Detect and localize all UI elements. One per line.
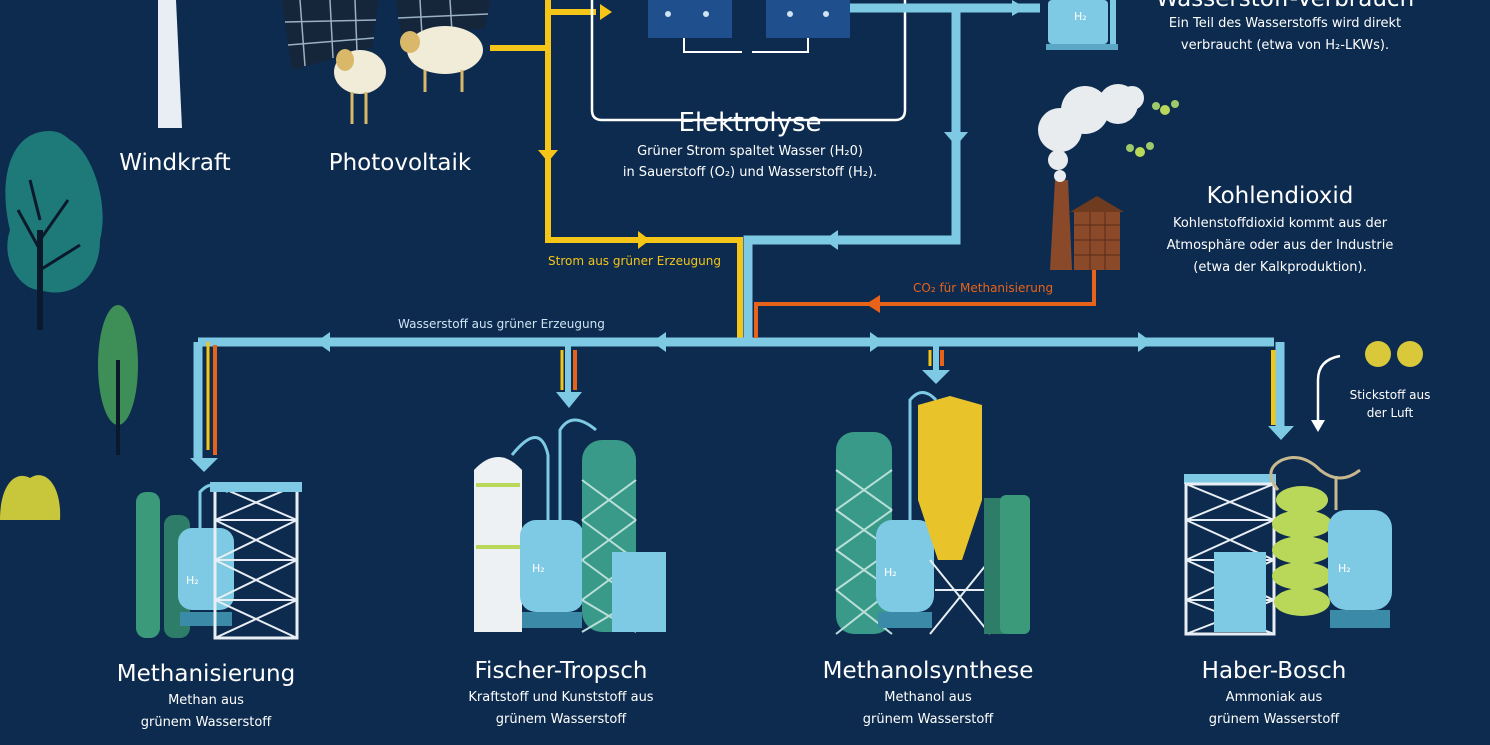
flow-arrow <box>538 150 558 162</box>
sheep-icon <box>334 49 386 124</box>
power-line <box>490 0 1277 425</box>
co2-flow-label: CO₂ für Methanisierung <box>913 281 1054 295</box>
co2-desc-line1: Kohlenstoffdioxid kommt aus der <box>1172 216 1388 231</box>
photovoltaic-label: Photovoltaik <box>328 150 472 176</box>
hydrogen-arrows <box>190 0 1294 472</box>
nitrogen-label-line2: der Luft <box>1366 406 1414 420</box>
nitrogen-arrow <box>1316 354 1341 422</box>
power-flow-label: Strom aus grüner Erzeugung <box>548 254 722 268</box>
process-desc-methanisierung-line1: Methan aus <box>168 693 244 708</box>
consumption-desc-line2: verbraucht (etwa von H₂-LKWs). <box>1180 38 1390 53</box>
wind-label: Windkraft <box>119 150 231 176</box>
plant-icon: H₂ <box>474 418 666 633</box>
wind-turbine-icon <box>158 0 182 128</box>
co2-desc-line3: (etwa der Kalkproduktion). <box>1193 260 1367 275</box>
hydrogen-pipe <box>565 346 939 392</box>
tank-symbol: H₂ <box>186 574 199 587</box>
factory-icon <box>1050 180 1124 270</box>
electrolysis-desc-line2: in Sauerstoff (O₂) und Wasserstoff (H₂). <box>622 165 878 180</box>
process-title-methanolsynthese: Methanolsynthese <box>822 658 1034 684</box>
tank-symbol: H₂ <box>532 562 545 575</box>
co2-title: Kohlendioxid <box>1206 183 1354 209</box>
flow-arrow <box>1311 420 1325 432</box>
plant-icon: H₂ <box>1184 456 1392 636</box>
process-desc-fischer-tropsch-line2: grünem Wasserstoff <box>495 712 627 727</box>
process-desc-haber-bosch-line1: Ammoniak aus <box>1225 690 1323 705</box>
smoke-icon <box>1038 84 1144 182</box>
flow-arrow <box>866 295 880 313</box>
nitrogen-label-line1: Stickstoff aus <box>1349 388 1431 402</box>
hydrogen-tank-icon: H₂ <box>1046 0 1118 50</box>
process-desc-methanolsynthese-line2: grünem Wasserstoff <box>862 712 994 727</box>
consumption-desc-line1: Ein Teil des Wasserstoffs wird direkt <box>1168 16 1402 31</box>
tree-icon <box>98 305 138 455</box>
process-title-fischer-tropsch: Fischer-Tropsch <box>474 658 648 684</box>
tank-symbol: H₂ <box>1074 10 1087 23</box>
flow-arrow <box>600 4 612 20</box>
process-desc-haber-bosch-line2: grünem Wasserstoff <box>1208 712 1340 727</box>
tank-symbol: H₂ <box>1338 562 1351 575</box>
electrolyzer-icon <box>590 0 907 122</box>
power-line <box>206 342 932 450</box>
process-title-methanisierung: Methanisierung <box>116 661 296 687</box>
plant-icon: H₂ <box>835 391 1030 635</box>
electrolysis-desc-line1: Grüner Strom spaltet Wasser (H₂0) <box>637 144 863 159</box>
co2-line <box>213 270 1096 455</box>
flow-arrow <box>638 231 650 249</box>
hydrogen-pipe <box>193 3 1285 460</box>
process-desc-methanolsynthese-line1: Methanol aus <box>884 690 972 705</box>
process-desc-methanisierung-line2: grünem Wasserstoff <box>140 715 272 730</box>
process-desc-fischer-tropsch-line1: Kraftstoff und Kunststoff aus <box>468 690 654 705</box>
bush-icon <box>0 475 61 520</box>
molecule-icon <box>1365 341 1423 367</box>
tree-icon <box>5 130 103 330</box>
tank-symbol: H₂ <box>884 566 897 579</box>
hydrogen-flow-label: Wasserstoff aus grüner Erzeugung <box>398 317 605 331</box>
process-title-haber-bosch: Haber-Bosch <box>1201 658 1347 684</box>
molecule-icon <box>1126 100 1179 157</box>
sheep-icon <box>400 26 483 92</box>
plant-icon: H₂ <box>136 482 302 640</box>
co2-desc-line2: Atmosphäre oder aus der Industrie <box>1166 238 1394 253</box>
consumption-title: Wasserstoff-Verbrauch <box>1145 0 1425 15</box>
electrolysis-title: Elektrolyse <box>678 108 822 138</box>
